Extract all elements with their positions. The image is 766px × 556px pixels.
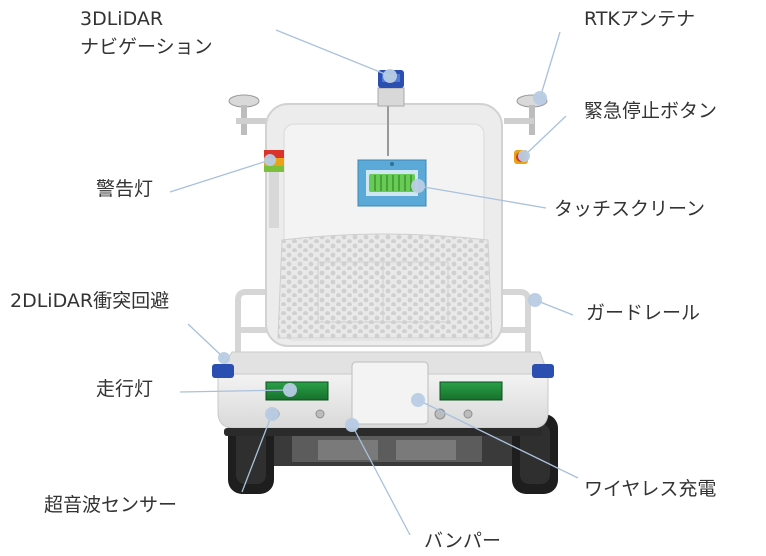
label-emergency-stop: 緊急停止ボタン <box>584 100 718 122</box>
label-bumper: バンパー <box>424 530 501 552</box>
label-rtk-antenna: RTKアンテナ <box>584 8 696 30</box>
label-wireless-charging: ワイヤレス充電 <box>584 478 717 500</box>
label-warning-lamp: 警告灯 <box>96 178 154 200</box>
leader-lines <box>169 29 579 536</box>
label-3dlidar-line2: ナビゲーション <box>80 36 213 58</box>
lidar-2d-units <box>212 364 554 378</box>
marker-dots <box>218 69 547 432</box>
running-lights <box>265 381 503 401</box>
label-running-light: 走行灯 <box>96 378 154 400</box>
label-2dlidar: 2DLiDAR衝突回避 <box>10 290 170 312</box>
label-ultrasonic: 超音波センサー <box>44 494 178 516</box>
wireless-charger <box>351 361 429 425</box>
perforated-basket <box>277 233 493 339</box>
label-guardrail: ガードレール <box>586 302 701 324</box>
label-touch-screen: タッチスクリーン <box>554 198 706 220</box>
label-3dlidar-line1: 3DLiDAR <box>80 8 164 30</box>
